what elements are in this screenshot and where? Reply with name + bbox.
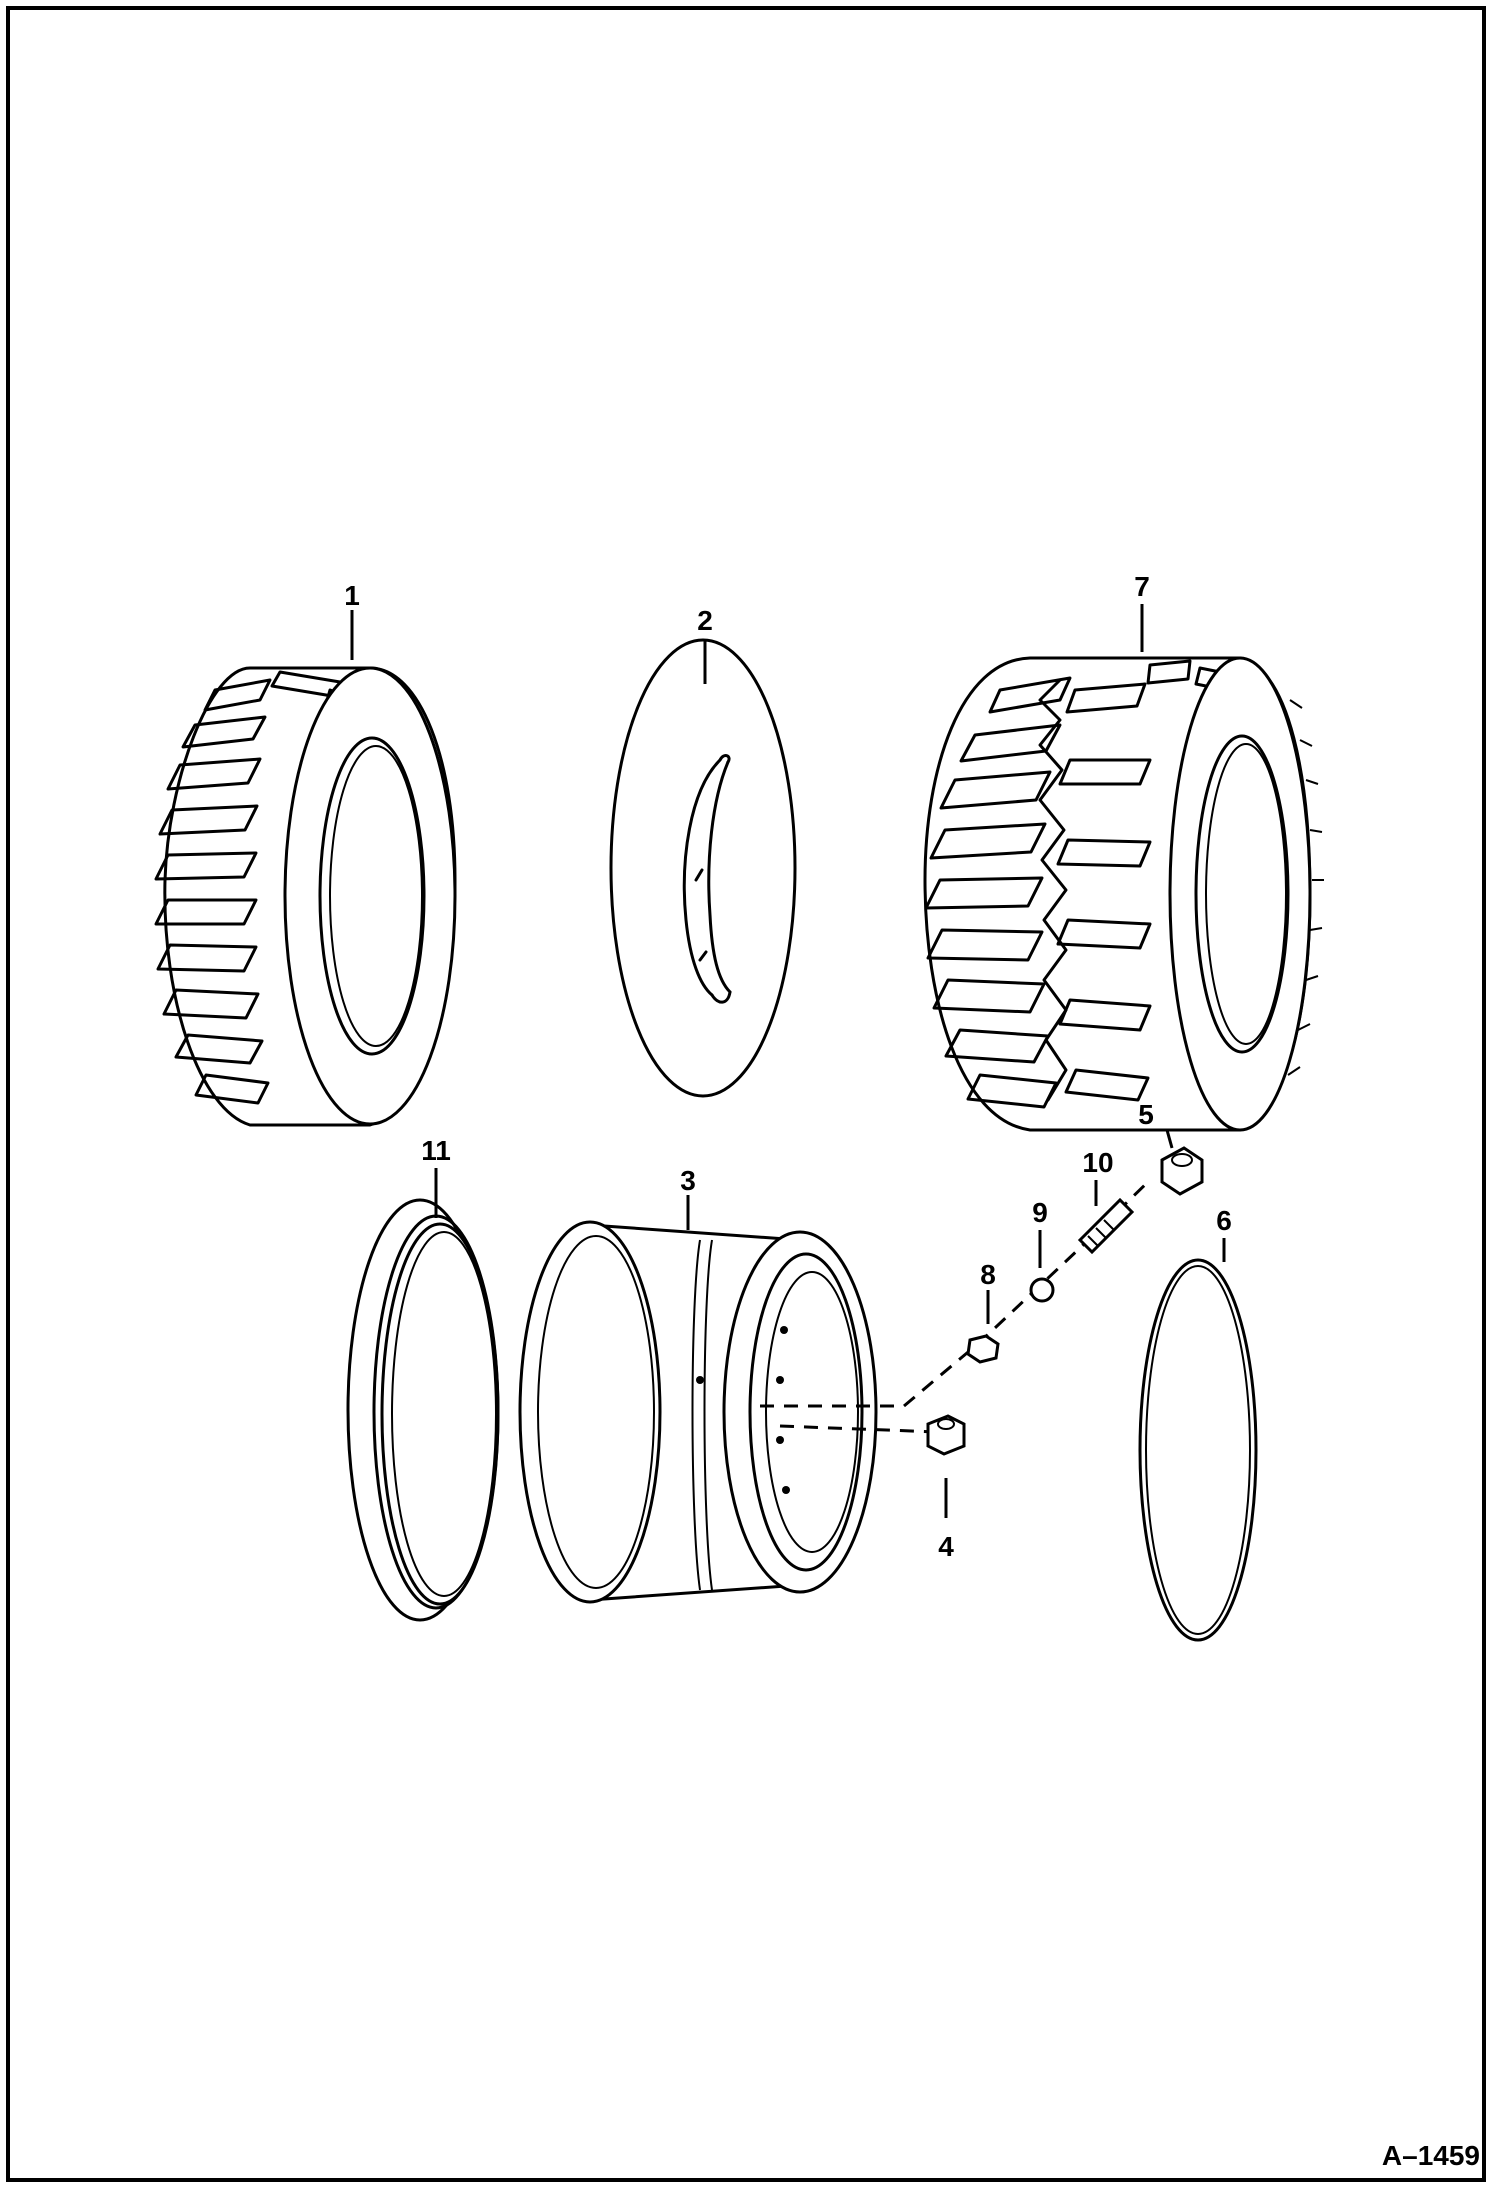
callout-5: 5 xyxy=(1138,1099,1154,1130)
valve-cap xyxy=(1160,1146,1204,1196)
callout-7: 7 xyxy=(1134,571,1150,602)
callout-4: 4 xyxy=(938,1531,954,1562)
wheel-rim xyxy=(518,1220,878,1604)
valve-stem xyxy=(1077,1197,1135,1255)
tire-tube xyxy=(609,638,797,1098)
page-border xyxy=(6,6,1486,2182)
callout-11: 11 xyxy=(421,1135,451,1166)
callout-2: 2 xyxy=(697,605,713,636)
valve-nut xyxy=(926,1414,966,1456)
callout-6: 6 xyxy=(1216,1205,1232,1236)
valve-spacer xyxy=(1029,1277,1055,1303)
callout-1: 1 xyxy=(344,580,360,611)
callout-9: 9 xyxy=(1032,1197,1048,1228)
callout-10: 10 xyxy=(1082,1147,1113,1178)
figure-code: A–1459 xyxy=(1381,2140,1480,2171)
valve-assembly xyxy=(760,1146,1204,1456)
callout-3: 3 xyxy=(680,1165,696,1196)
tire-lug-tread xyxy=(154,666,457,1127)
callout-8: 8 xyxy=(980,1259,996,1290)
leader-lines xyxy=(350,604,1226,1518)
o-ring xyxy=(1138,1258,1258,1642)
valve-grommet xyxy=(966,1334,1000,1364)
callout-labels: 1 2 3 4 5 6 7 8 9 10 11 xyxy=(344,571,1232,1562)
lock-ring xyxy=(346,1198,500,1622)
tire-block-tread xyxy=(923,656,1324,1132)
